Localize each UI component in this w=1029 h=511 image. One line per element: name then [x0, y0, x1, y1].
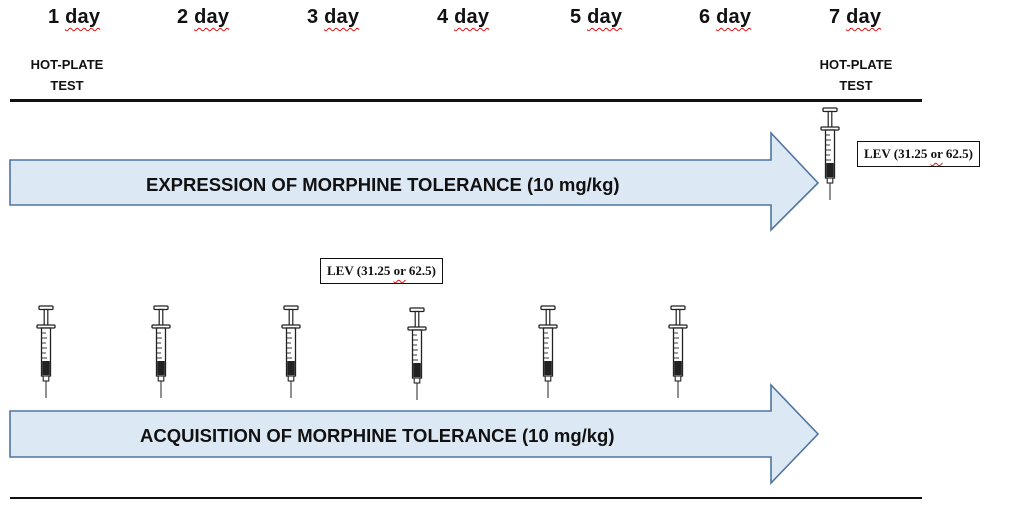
test-left-line2: TEST [50, 78, 84, 93]
hot-plate-test-left: HOT-PLATE TEST [22, 54, 112, 96]
day-7-label: 7 day [829, 6, 882, 28]
acquisition-dose-box: LEV (31.25 or 62.5) [320, 258, 443, 284]
acquisition-arrow-label: ACQUISITION OF MORPHINE TOLERANCE (10 mg… [140, 425, 615, 446]
syringe-icon [820, 107, 840, 201]
test-right-line2: TEST [839, 78, 873, 93]
day-4-label: 4 day [437, 6, 490, 28]
acquisition-arrow [9, 383, 820, 485]
syringe-icon [668, 305, 688, 399]
day-6-label: 6 day [699, 6, 752, 28]
syringe-icon [36, 305, 56, 399]
day-3-label: 3 day [307, 6, 360, 28]
day-2-label: 2 day [177, 6, 230, 28]
syringe-icon [538, 305, 558, 399]
expression-arrow [9, 130, 820, 232]
test-left-line1: HOT-PLATE [30, 57, 104, 72]
test-right-line1: HOT-PLATE [819, 57, 893, 72]
syringe-icon [151, 305, 171, 399]
expression-arrow-label: EXPRESSION OF MORPHINE TOLERANCE (10 mg/… [146, 174, 620, 195]
day-5-label: 5 day [570, 6, 623, 28]
expression-dose-box: LEV (31.25 or 62.5) [857, 141, 980, 167]
hot-plate-test-right: HOT-PLATE TEST [810, 54, 902, 96]
top-divider [10, 99, 922, 102]
syringe-icon [281, 305, 301, 399]
syringe-icon [407, 307, 427, 401]
bottom-divider [10, 497, 922, 499]
day-1-label: 1 day [48, 6, 101, 28]
